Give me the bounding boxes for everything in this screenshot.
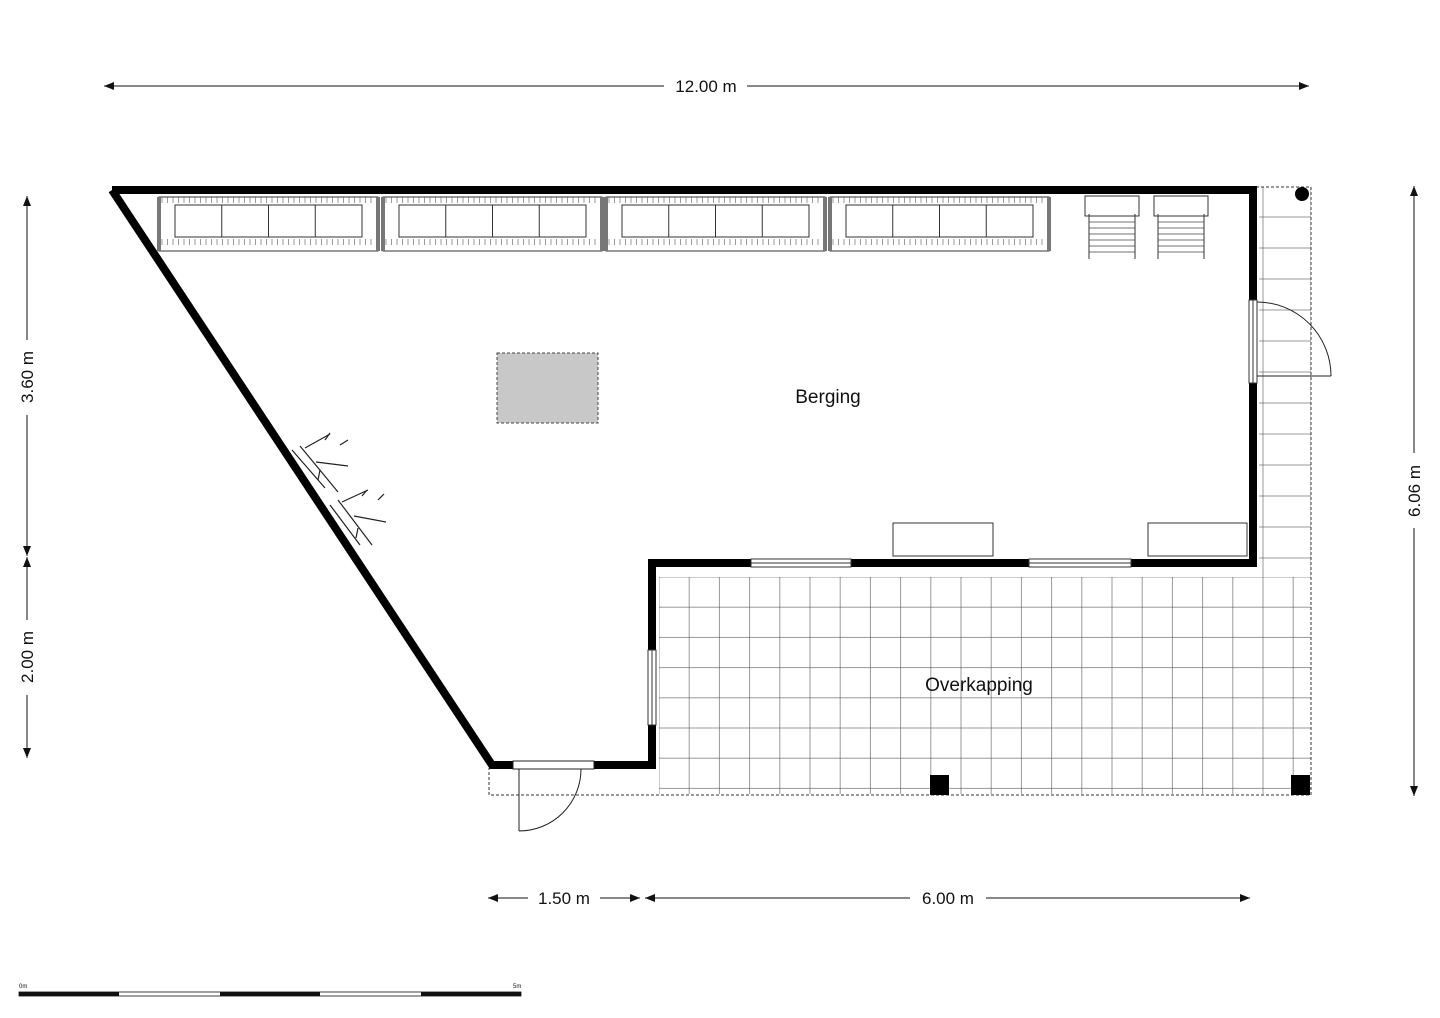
- room-label-canopy: Overkapping: [925, 675, 1033, 696]
- chair: [1084, 195, 1140, 259]
- shelf-unit: [828, 196, 1051, 252]
- dimension-left-lower: 2.00 m: [18, 557, 37, 758]
- bike-rack-2: [329, 489, 387, 546]
- dimension-left-upper: 3.60 m: [18, 196, 37, 556]
- shelf-unit: [604, 196, 827, 252]
- dimension-left-lower-label: 2.00 m: [18, 631, 37, 683]
- dimension-bottom-right-label: 6.00 m: [922, 889, 974, 908]
- table: [496, 352, 599, 424]
- scale-bar-end-label: 5m: [513, 984, 521, 990]
- cabinet-right: [1147, 522, 1248, 557]
- window-bottom-right: [1028, 558, 1132, 568]
- dimension-bottom-left-label: 1.50 m: [538, 889, 590, 908]
- downpipe-marker: [1295, 187, 1309, 201]
- column-post-left: [930, 775, 949, 795]
- dimension-right-height: 6.06 m: [1405, 186, 1424, 796]
- walls: [108, 186, 1257, 769]
- chairs: [1084, 195, 1209, 259]
- terrace-tiles: [488, 186, 1312, 796]
- dimension-bottom-left: 1.50 m: [488, 889, 640, 908]
- shelving-units: [157, 196, 1051, 252]
- scale-bar: 0m 5m: [18, 984, 522, 997]
- dimension-right-height-label: 6.06 m: [1405, 465, 1424, 517]
- chair: [1153, 195, 1209, 259]
- bike-rack-1: [291, 432, 349, 493]
- dimension-bottom-right: 6.00 m: [645, 889, 1250, 908]
- door-bottom: [512, 760, 595, 832]
- dimension-total-width-label: 12.00 m: [675, 77, 736, 96]
- shelf-unit: [157, 196, 380, 252]
- column-post-right: [1291, 775, 1310, 795]
- shelf-unit: [381, 196, 604, 252]
- window-bottom-left: [750, 558, 852, 568]
- door-right: [1256, 301, 1332, 377]
- cabinet-left: [892, 522, 994, 557]
- window-canopy-side: [647, 649, 657, 726]
- scale-bar-start-label: 0m: [19, 984, 27, 990]
- window-right: [1248, 299, 1258, 384]
- dimension-left-upper-label: 3.60 m: [18, 351, 37, 403]
- room-label-storage: Berging: [795, 387, 861, 408]
- dimension-total-width: 12.00 m: [104, 77, 1309, 96]
